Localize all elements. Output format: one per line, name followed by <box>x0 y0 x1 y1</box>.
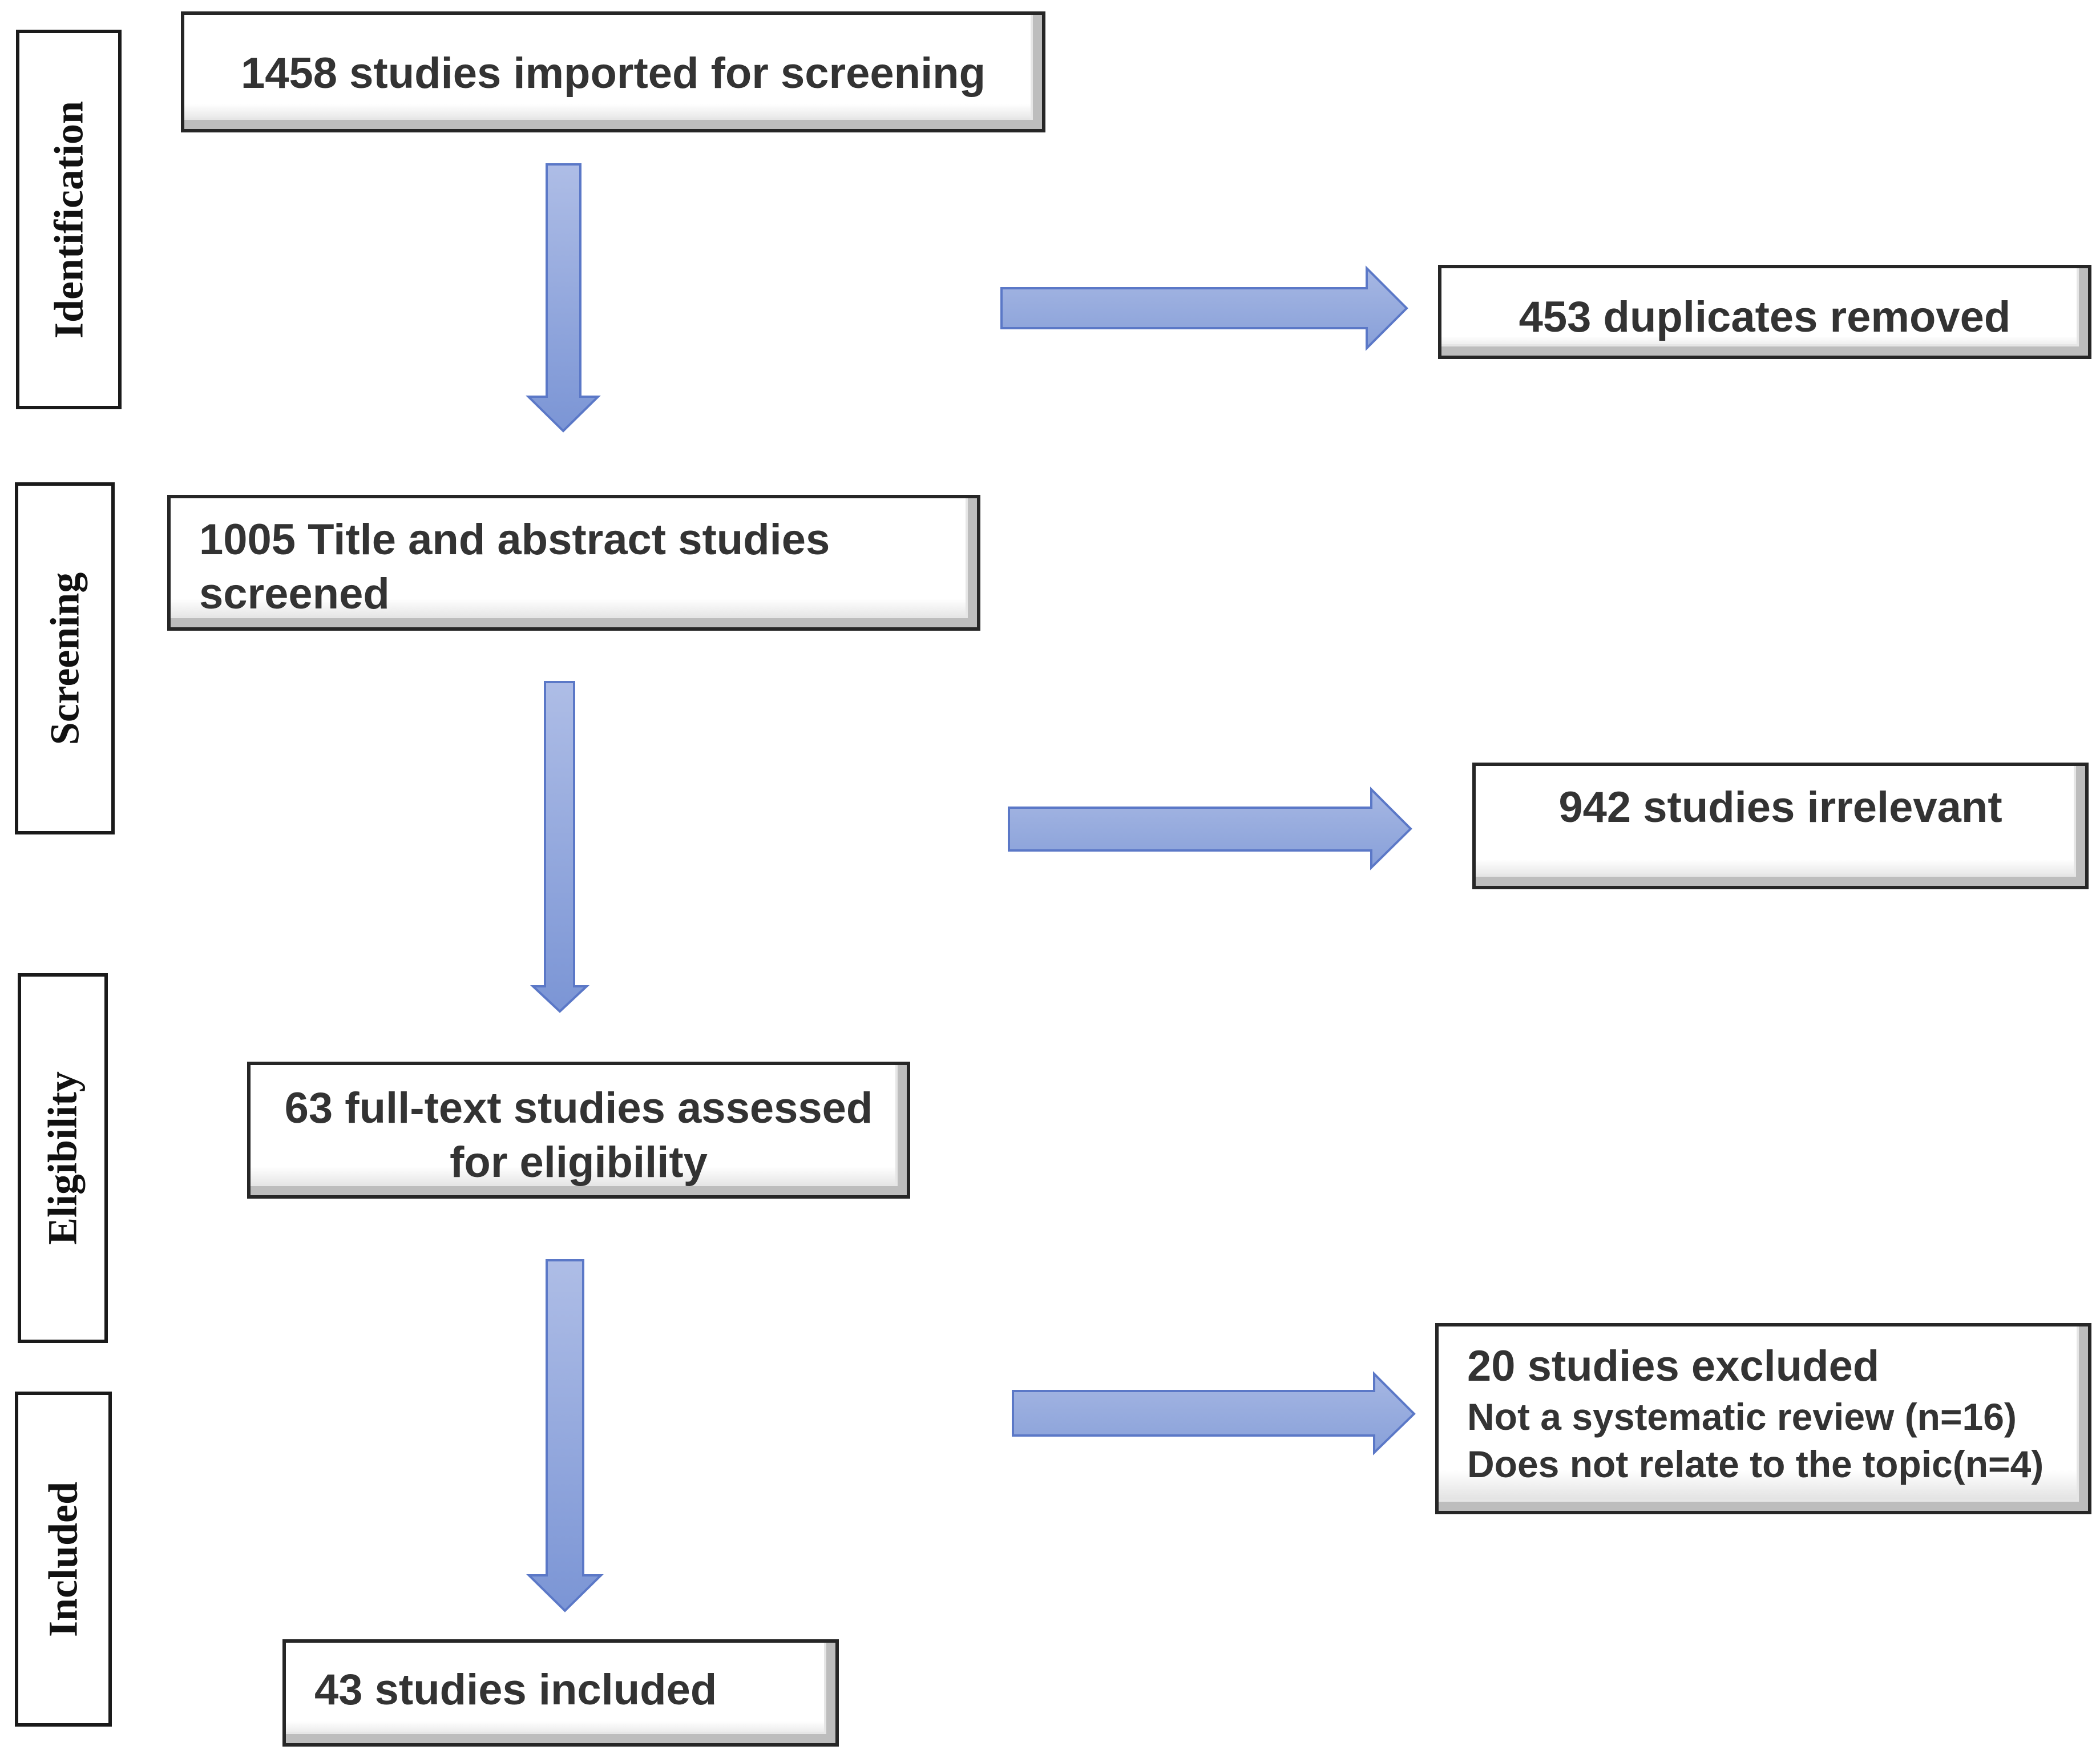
box-studies-excluded: 20 studies excluded Not a systematic rev… <box>1435 1323 2091 1514</box>
excluded-reason-1: Not a systematic review (n=16) <box>1467 1396 2017 1438</box>
box-fulltext-assessed: 63 full-text studies assessed for eligib… <box>247 1062 910 1199</box>
stage-label-eligibility: Eligibility <box>18 973 108 1343</box>
box-title-abstract-screened: 1005 Title and abstract studies screened <box>167 495 980 631</box>
box-studies-imported: 1458 studies imported for screening <box>181 11 1045 132</box>
box-text-line-1: 1005 Title and abstract studies <box>199 515 830 564</box>
down-arrow-2 <box>530 681 590 1013</box>
stage-label-text: Included <box>40 1481 86 1637</box>
box-text: 43 studies included <box>314 1666 717 1714</box>
down-arrow-3 <box>526 1259 604 1612</box>
stage-label-included: Included <box>15 1392 112 1727</box>
right-arrow-2 <box>1008 787 1412 870</box>
box-text: 942 studies irrelevant <box>1558 783 2002 832</box>
box-text: 1458 studies imported for screening <box>240 49 986 98</box>
box-text-line-2: for eligibility <box>450 1138 708 1187</box>
excluded-title: 20 studies excluded <box>1467 1342 1880 1390</box>
box-studies-included: 43 studies included <box>282 1639 839 1747</box>
stage-label-screening: Screening <box>15 482 115 834</box>
excluded-reason-2: Does not relate to the topic(n=4) <box>1467 1442 2044 1485</box>
stage-label-text: Eligibility <box>39 1071 86 1245</box>
box-text: 453 duplicates removed <box>1519 293 2011 341</box>
box-text-line-2: screened <box>199 570 390 618</box>
box-studies-irrelevant: 942 studies irrelevant <box>1472 763 2089 889</box>
stage-label-text: Screening <box>42 572 87 745</box>
right-arrow-1 <box>1000 265 1408 351</box>
stage-label-identification: Identification <box>16 30 122 409</box>
box-duplicates-removed: 453 duplicates removed <box>1438 265 2091 359</box>
box-text-line-1: 63 full-text studies assessed <box>284 1084 873 1132</box>
right-arrow-3 <box>1012 1371 1416 1455</box>
stage-label-text: Identification <box>46 100 91 338</box>
down-arrow-1 <box>526 163 601 433</box>
